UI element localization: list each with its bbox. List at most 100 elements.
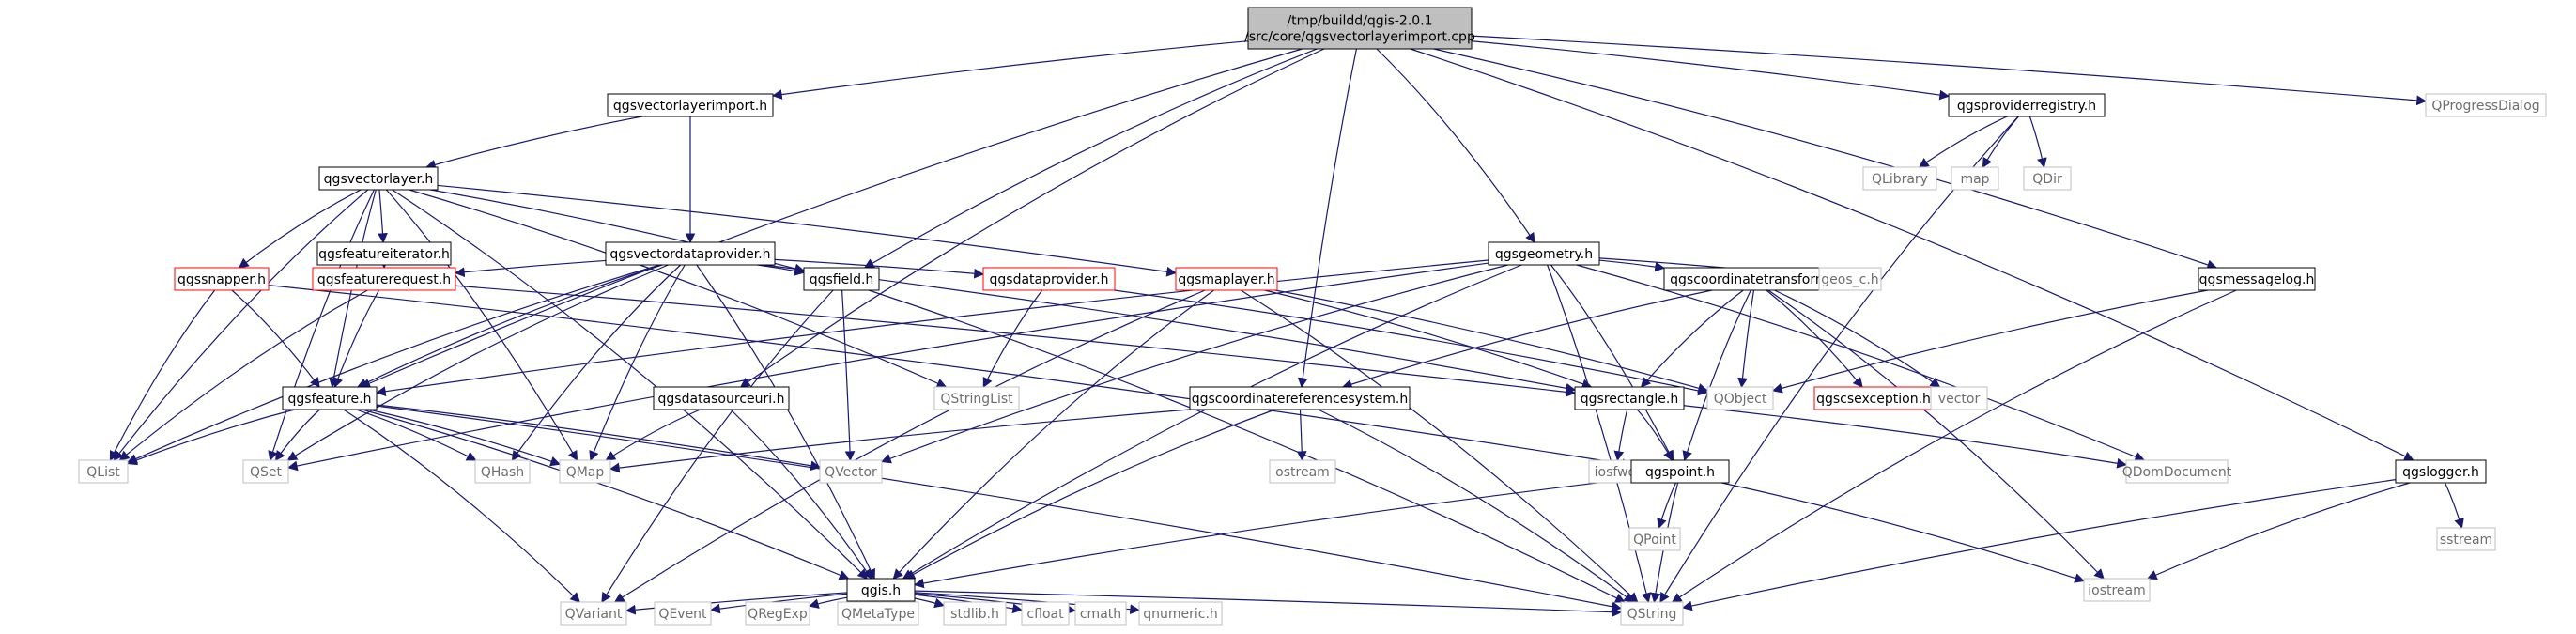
node-label: qgsfeatureiterator.h	[318, 247, 450, 262]
node-box	[1706, 386, 1774, 410]
node-qlibrary: QLibrary	[1862, 166, 1937, 191]
node-qvariant: QVariant	[560, 601, 627, 626]
node-box	[1247, 7, 1473, 50]
node-featit[interactable]: qgsfeatureiterator.h	[316, 241, 452, 266]
node-label: QVector	[825, 465, 877, 480]
node-box	[605, 241, 776, 266]
edge-geom-to-qset	[286, 262, 1489, 472]
edge-geom-to-coordtr	[1598, 259, 1666, 272]
edge-vlayer-to-featit	[378, 189, 388, 244]
node-geom[interactable]: qgsgeometry.h	[1488, 241, 1600, 266]
node-dsuri[interactable]: qgsdatasourceuri.h	[653, 386, 790, 410]
edge-root-to-vlimp	[771, 40, 1249, 100]
edge-dsuri-to-qmap	[605, 409, 701, 461]
node-sstream: sstream	[2436, 527, 2496, 551]
node-csexc[interactable]: qgscsexception.h	[1813, 386, 1934, 410]
edge-featreq-to-rect	[455, 285, 1577, 397]
node-qstringlist: QStringList	[933, 386, 1020, 410]
edge-vdp-to-field	[757, 264, 806, 276]
node-featreq[interactable]: qgsfeaturerequest.h	[312, 267, 456, 291]
node-label: QEvent	[658, 607, 707, 622]
node-box	[745, 601, 810, 626]
node-vdp[interactable]: qgsvectordataprovider.h	[605, 241, 776, 266]
edge-field-to-qstring	[868, 289, 1626, 603]
edge-field-to-qvariant	[601, 289, 834, 603]
edge-snapper-to-feature	[231, 289, 320, 388]
node-cfloat: cfloat	[1021, 601, 1070, 626]
edge-qgis-to-cfloat	[914, 594, 1024, 614]
node-box	[1138, 601, 1223, 626]
node-coordtr[interactable]: qgscoordinatetransform.h	[1663, 267, 1847, 291]
node-provreg[interactable]: qgsproviderregistry.h	[1948, 93, 2106, 117]
node-qdir: QDir	[2023, 166, 2072, 191]
node-label: qgsmessagelog.h	[2199, 272, 2315, 287]
node-box	[316, 241, 452, 266]
node-qnumeric: qnumeric.h	[1138, 601, 1223, 626]
edge-logger-to-qstring	[1681, 479, 2397, 611]
node-box	[474, 459, 531, 484]
node-box	[943, 601, 1007, 626]
node-box	[1269, 459, 1336, 484]
node-box	[1630, 459, 1730, 484]
node-label: qgscoordinatereferencesystem.h	[1192, 392, 1409, 407]
edge-point-to-qpoint	[1657, 482, 1677, 530]
edge-root-to-msglog	[1433, 48, 2218, 271]
node-box	[2425, 93, 2547, 117]
edge-maplayer-to-rect	[1264, 289, 1593, 389]
edge-featreq-to-qlist	[118, 289, 368, 461]
node-qvector: QVector	[819, 459, 883, 484]
node-point[interactable]: qgspoint.h	[1630, 459, 1730, 484]
edge-provreg-to-qlibrary	[1918, 116, 2008, 168]
node-vlimp[interactable]: qgsvectorlayerimport.h	[607, 93, 774, 117]
node-vlayer[interactable]: qgsvectorlayer.h	[318, 166, 439, 191]
node-label: map	[1960, 172, 1989, 187]
node-field[interactable]: qgsfield.h	[803, 267, 880, 291]
node-crs[interactable]: qgscoordinatereferencesystem.h	[1189, 386, 1411, 410]
node-label: qgsdatasourceuri.h	[658, 392, 785, 407]
edge-qgis-to-qevent	[709, 593, 848, 614]
node-label: geos_c.h	[1821, 272, 1878, 287]
edge-logger-to-sstream	[2444, 482, 2464, 530]
node-maplayer[interactable]: qgsmaplayer.h	[1175, 267, 1278, 291]
edge-coordtr-to-vector	[1774, 289, 1941, 388]
edge-vlayer-to-qgis	[392, 189, 869, 580]
node-vector: vector	[1930, 386, 1988, 410]
node-box	[1663, 267, 1847, 291]
node-label: qgscsexception.h	[1816, 392, 1931, 407]
node-qpoint: QPoint	[1628, 527, 1681, 551]
node-qevent: QEvent	[654, 601, 712, 626]
node-ostream: ostream	[1269, 459, 1336, 484]
edge-feature-to-qhash	[356, 409, 477, 461]
node-qstring: QString	[1620, 601, 1684, 626]
node-feature[interactable]: qgsfeature.h	[282, 386, 378, 410]
node-cmath: cmath	[1074, 601, 1127, 626]
node-box	[1951, 166, 1999, 191]
node-logger[interactable]: qgslogger.h	[2395, 459, 2487, 484]
node-label: qgssnapper.h	[177, 272, 266, 287]
edge-qgis-to-qregexp	[808, 596, 848, 609]
node-label: cfloat	[1026, 607, 1064, 622]
node-label: QVariant	[565, 607, 623, 622]
node-rect[interactable]: qgsrectangle.h	[1574, 386, 1685, 410]
edge-snapper-to-point	[268, 285, 1633, 469]
node-geosc: geos_c.h	[1818, 267, 1882, 291]
node-qmap: QMap	[559, 459, 611, 484]
edge-feature-to-qset	[274, 409, 320, 461]
edge-crs-to-qgis	[904, 409, 1275, 580]
node-label: QList	[86, 465, 120, 480]
node-label: vector	[1938, 392, 1981, 407]
node-root[interactable]: /tmp/buildd/qgis-2.0.1/src/core/qgsvecto…	[1244, 7, 1475, 50]
node-msglog[interactable]: qgsmessagelog.h	[2198, 267, 2316, 291]
node-dataprov[interactable]: qgsdataprovider.h	[982, 267, 1116, 291]
node-snapper[interactable]: qgssnapper.h	[174, 267, 270, 291]
edge-crs-to-qstring	[1318, 409, 1635, 603]
node-box	[933, 386, 1020, 410]
edge-rect-to-point	[1636, 409, 1674, 461]
node-qgis[interactable]: qgis.h	[846, 578, 916, 602]
edge-vlimp-to-vlayer	[425, 116, 643, 170]
edge-msglog-to-qstring	[1671, 289, 2237, 603]
edge-provreg-to-map	[1982, 116, 2019, 168]
node-qmetatype: QMetaType	[837, 601, 919, 626]
node-box	[819, 459, 883, 484]
node-label: QLibrary	[1872, 172, 1928, 187]
